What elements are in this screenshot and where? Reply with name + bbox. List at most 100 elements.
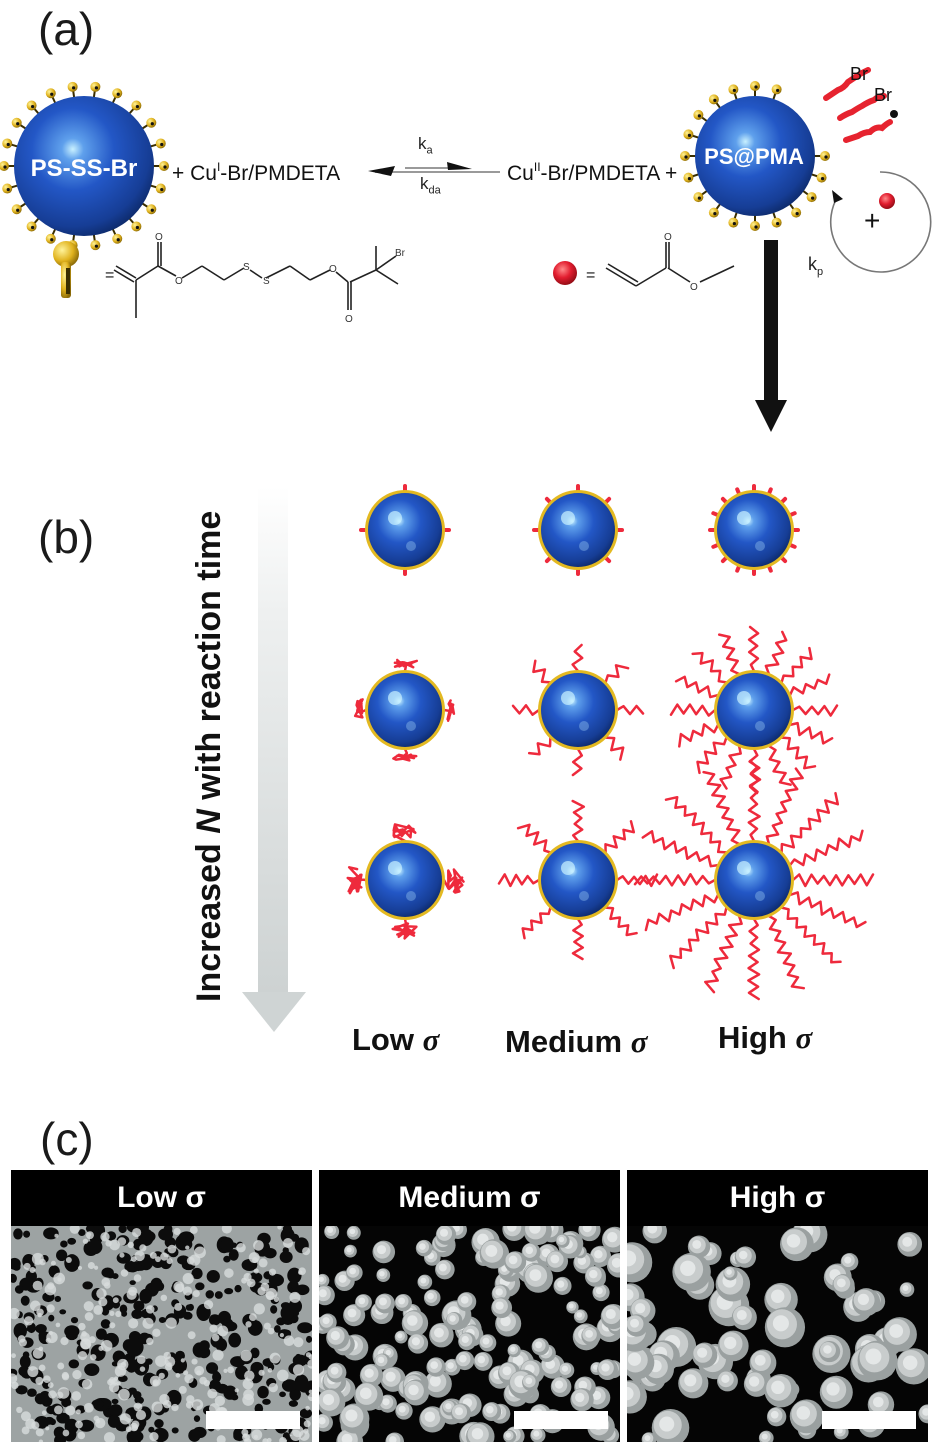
- pore: [60, 1240, 68, 1248]
- pore: [225, 1321, 238, 1332]
- pma-chain: [346, 866, 368, 895]
- growing-pma-chains: [823, 67, 893, 143]
- scale-bar: [822, 1411, 916, 1429]
- sphere: [504, 1251, 527, 1273]
- sphere: [601, 1226, 620, 1253]
- sphere: [819, 1375, 853, 1409]
- pore: [84, 1363, 100, 1377]
- sphere: [597, 1359, 619, 1381]
- pma-chain: [747, 917, 761, 1001]
- pore: [228, 1249, 239, 1261]
- equilibrium-arrows: [368, 162, 500, 176]
- panel-b-label: (b): [38, 511, 95, 563]
- sphere: [407, 1333, 429, 1354]
- pma-chain: [391, 917, 418, 940]
- pma-chain: [669, 703, 717, 717]
- sphere: [531, 1337, 550, 1356]
- pma-chain: [633, 873, 717, 887]
- pore: [27, 1388, 37, 1397]
- sphere: [570, 1388, 594, 1412]
- sphere: [627, 1380, 647, 1414]
- pma-chain: [604, 820, 636, 854]
- sphere: [479, 1239, 510, 1269]
- sphere: [403, 1379, 430, 1406]
- monomer-equals: =: [586, 267, 595, 284]
- pore: [185, 1304, 193, 1311]
- ps-core: [368, 673, 442, 747]
- methyl-acrylate-structure: [605, 242, 735, 287]
- sphere: [394, 1330, 408, 1344]
- pma-chain: [767, 914, 806, 990]
- sphere: [385, 1432, 404, 1442]
- pore: [297, 1322, 312, 1334]
- pma-chain: [780, 736, 817, 770]
- ps-core: [717, 493, 791, 567]
- sphere: [780, 1227, 814, 1262]
- brush-particle: [532, 484, 624, 576]
- pore: [214, 1291, 223, 1299]
- sphere: [394, 1294, 412, 1312]
- pma-chain: [353, 698, 368, 719]
- sphere: [731, 1304, 757, 1331]
- brush-particle: [669, 625, 839, 795]
- sphere: [417, 1274, 433, 1290]
- pma-chain: [719, 744, 742, 790]
- pore: [306, 1335, 312, 1343]
- pore: [35, 1323, 47, 1334]
- pore: [188, 1429, 201, 1442]
- pma-chain: [604, 664, 630, 684]
- sphere: [573, 1309, 588, 1324]
- pore: [223, 1255, 231, 1263]
- pore: [107, 1415, 121, 1428]
- pore: [208, 1314, 221, 1326]
- pore: [64, 1254, 80, 1272]
- sphere: [566, 1301, 579, 1314]
- ps-ss-br-particle: [14, 96, 154, 236]
- monomer-sphere: [879, 193, 895, 209]
- sphere: [692, 1342, 718, 1368]
- pore: [281, 1379, 297, 1392]
- pore: [131, 1309, 143, 1320]
- sphere: [606, 1252, 620, 1278]
- pma-chain: [532, 659, 552, 684]
- ps-at-pma-label: PS@PMA: [704, 144, 804, 169]
- sphere: [627, 1314, 648, 1337]
- pma-chain: [521, 906, 552, 940]
- sphere: [522, 1374, 539, 1391]
- pore: [279, 1391, 286, 1398]
- pore: [295, 1284, 310, 1296]
- sphere: [749, 1349, 777, 1377]
- sem-title: Low σ: [11, 1170, 312, 1226]
- svg-text:O: O: [175, 276, 183, 287]
- pore: [91, 1399, 104, 1409]
- sphere: [507, 1343, 521, 1358]
- pma-chain: [571, 799, 586, 843]
- sphere: [319, 1285, 335, 1306]
- pma-chain: [691, 651, 728, 684]
- ka-label: ka: [418, 134, 433, 157]
- pma-chain: [702, 770, 741, 846]
- sphere: [758, 1430, 774, 1442]
- sphere: [651, 1408, 690, 1442]
- pore: [138, 1228, 154, 1247]
- cu-i-complex-label: + CuI-Br/PMDETA: [172, 160, 341, 185]
- sphere: [401, 1309, 429, 1337]
- br-label-1: Br: [850, 64, 868, 84]
- sphere: [818, 1340, 841, 1363]
- sphere: [642, 1226, 667, 1244]
- pma-chain: [392, 747, 418, 762]
- sphere: [345, 1264, 363, 1282]
- sphere: [530, 1427, 546, 1442]
- pore: [134, 1263, 142, 1272]
- pma-chain: [641, 830, 720, 868]
- sphere: [457, 1292, 477, 1312]
- pore: [68, 1359, 80, 1369]
- sphere: [852, 1288, 881, 1317]
- ps-core: [717, 843, 791, 917]
- svg-text:O: O: [664, 232, 672, 243]
- pma-chain: [527, 736, 552, 756]
- sphere: [521, 1242, 541, 1262]
- panel-c-label: (c): [40, 1113, 94, 1165]
- sphere: [882, 1317, 917, 1352]
- pma-chain: [604, 906, 638, 937]
